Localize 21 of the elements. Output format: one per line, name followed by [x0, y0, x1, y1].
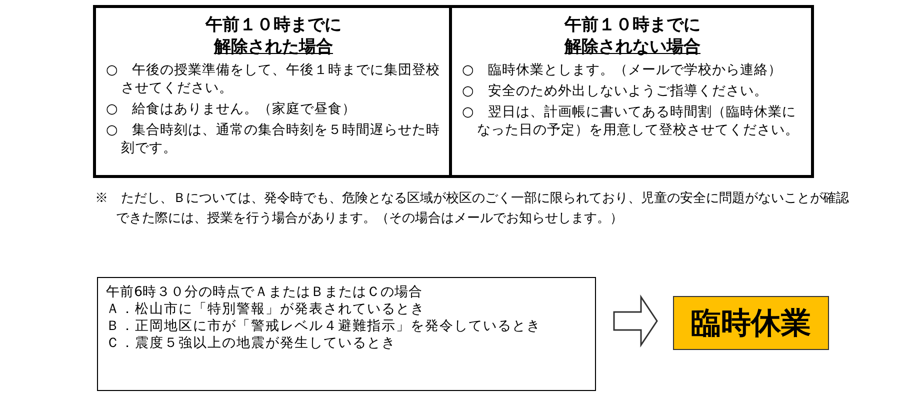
cell-heading: 午前１０時までに: [204, 14, 342, 36]
bullet-item: ○ 午後の授業準備をして、午後１時までに集団登校させてください。: [106, 61, 441, 97]
table-cell: [449, 5, 814, 178]
block-arrow: [613, 294, 658, 348]
condition-heading: 午前6時３０分の時点でＡまたはＢまたはＣの場合: [106, 284, 424, 301]
cell-heading: 午前１０時までに: [563, 14, 702, 36]
table-cell: [93, 5, 452, 178]
result-text: 臨時休業: [691, 304, 811, 342]
footnote: ※ ただし、Ｂについては、発令時でも、危険となる区域が校区のごく一部に限られており、児童の安全に問題がないことが確認できた際には、授業を行う場合があります。（その場合はメールでお知らせします。）: [95, 190, 850, 228]
condition-item: Ｂ．正岡地区に市が「警戒レベル４避難指示」を発令しているとき: [106, 318, 542, 335]
bullet-item: ○ 集合時刻は、通常の集合時刻を５時間遅らせた時刻です。: [106, 121, 441, 157]
condition-item: Ｃ．震度５強以上の地震が発生しているとき: [106, 335, 397, 352]
bullet-item: ○ 臨時休業とします。（メールで学校から連絡）: [462, 61, 783, 79]
condition-box: [97, 277, 596, 391]
bullet-item: ○ 給食はありません。（家庭で昼食）: [106, 100, 357, 118]
condition-item: Ａ．松山市に「特別警報」が発表されているとき: [106, 301, 426, 318]
bullet-item: ○ 安全のため外出しないようご指導ください。: [462, 82, 769, 100]
cell-heading: 解除された場合: [212, 36, 334, 58]
cell-heading: 解除されない場合: [563, 36, 702, 58]
bullet-item: ○ 翌日は、計画帳に書いてある時間割（臨時休業になった日の予定）を用意して登校させてください。: [462, 103, 800, 139]
result-box: [673, 296, 829, 350]
